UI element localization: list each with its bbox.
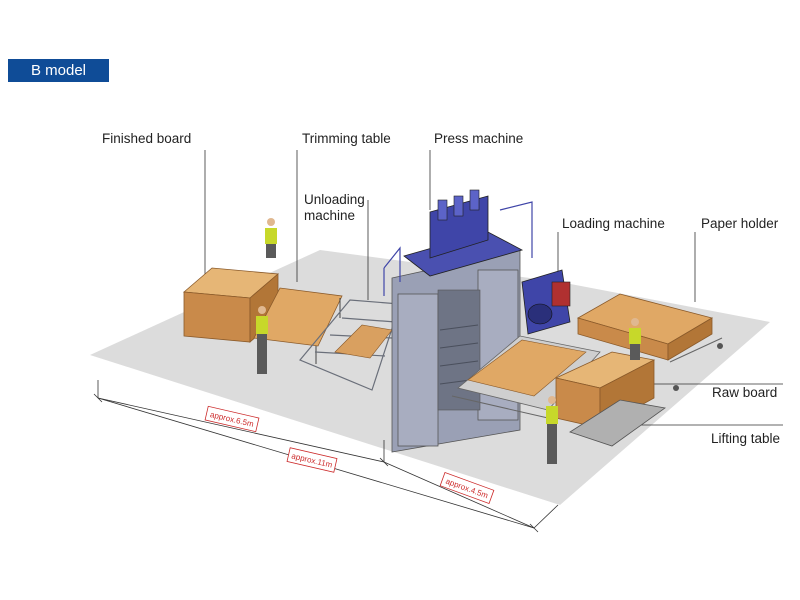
label-finished-board: Finished board (102, 131, 192, 146)
leader-lines (204, 150, 783, 426)
dimension-label-11m: approx.11m (286, 447, 338, 473)
label-unloading-machine-line1: Unloading (304, 192, 365, 207)
lifting-table-pit (569, 399, 667, 447)
label-lifting-table: Lifting table (711, 431, 781, 446)
label-press-machine: Press machine (434, 131, 524, 146)
label-loading-machine: Loading machine (562, 216, 665, 231)
worker-figure (265, 218, 277, 258)
worker-figure (629, 318, 641, 360)
worker-figure (546, 396, 558, 464)
worker-figure (256, 306, 268, 374)
hydraulic-unit (521, 269, 571, 335)
label-raw-board: Raw board (712, 385, 778, 400)
label-paper-holder: Paper holder (701, 216, 779, 231)
label-trimming-table: Trimming table (302, 131, 391, 146)
model-badge: B model (8, 59, 109, 82)
press-machine (383, 189, 533, 453)
worker-figures (256, 218, 641, 464)
label-unloading-machine-line2: machine (304, 208, 356, 223)
